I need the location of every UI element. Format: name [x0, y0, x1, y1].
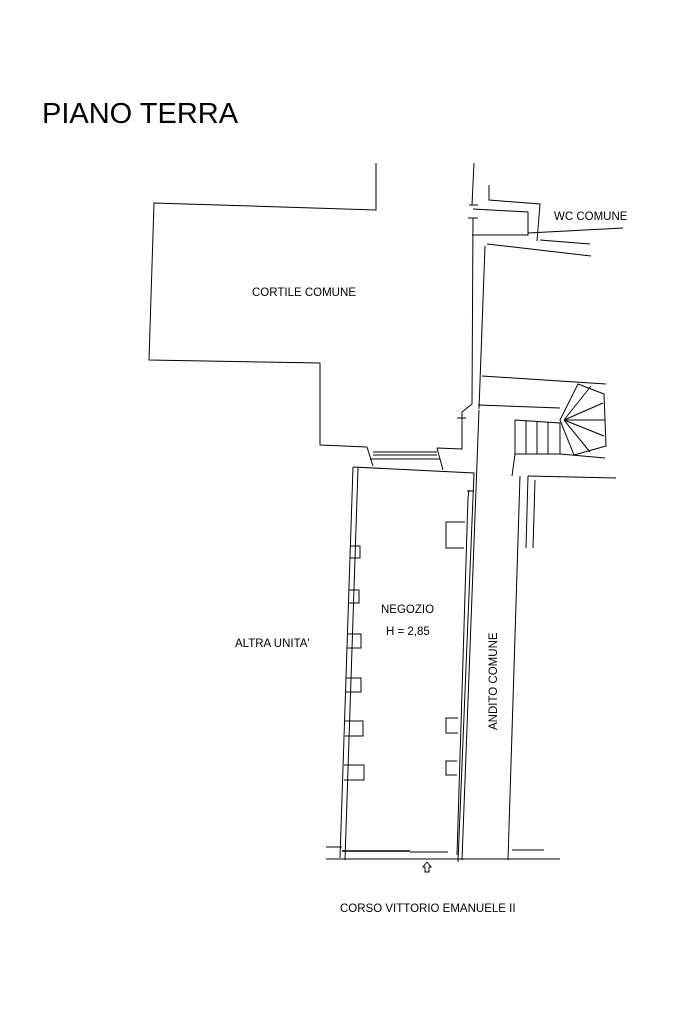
andito-label: ANDITO COMUNE — [488, 632, 500, 730]
wc-label: WC COMUNE — [554, 211, 628, 223]
cortile-label: CORTILE COMUNE — [252, 287, 356, 299]
height-label: H = 2,85 — [386, 626, 430, 638]
entry-arrow-icon — [421, 861, 433, 873]
negozio-label: NEGOZIO — [381, 604, 434, 616]
cortile-outline — [148, 162, 478, 450]
street-line — [326, 846, 560, 860]
street-label: CORSO VITTORIO EMANUELE II — [340, 903, 516, 915]
andito-outline — [461, 409, 617, 861]
wc-outline — [472, 185, 624, 257]
page-title: PIANO TERRA — [42, 98, 239, 130]
altra-unita-label: ALTRA UNITA' — [235, 638, 310, 650]
stairwell — [477, 245, 607, 477]
negozio-outline — [339, 466, 475, 863]
passage — [366, 446, 444, 471]
